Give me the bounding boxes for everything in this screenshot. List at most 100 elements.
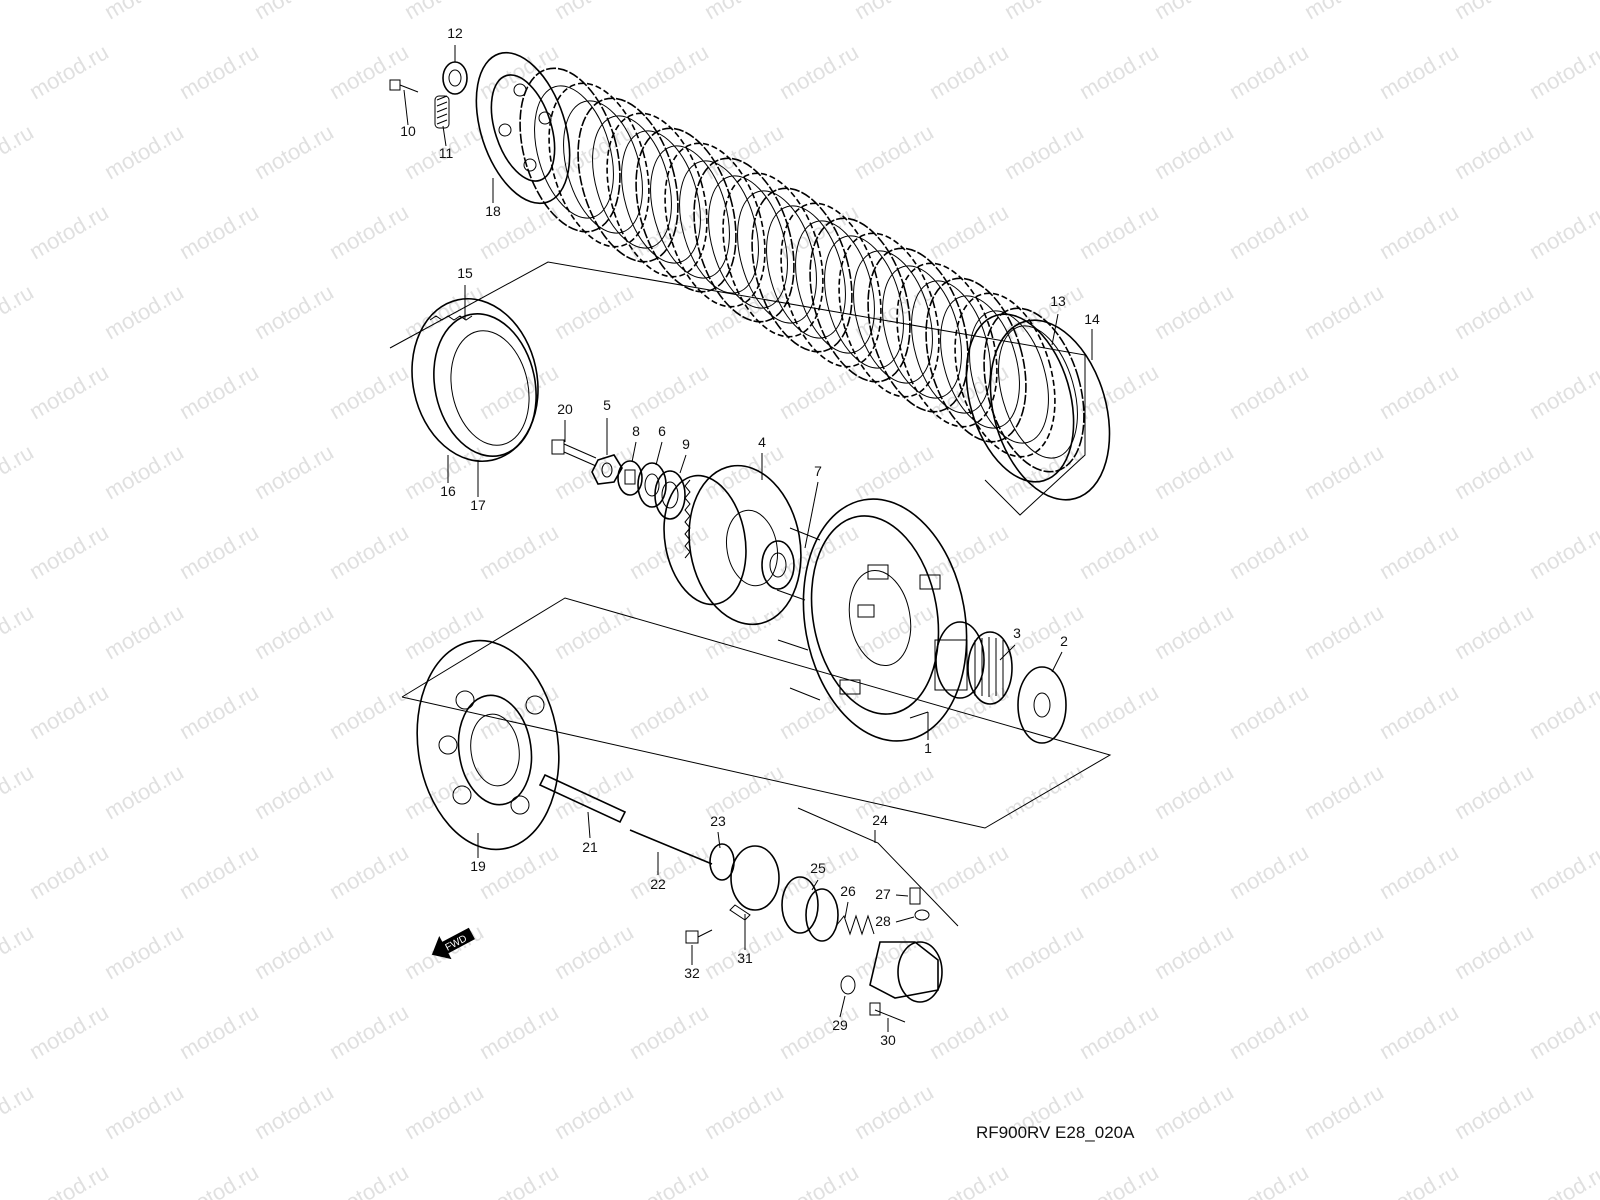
spring-bolt bbox=[389, 79, 419, 93]
thrust-washer-2 bbox=[1017, 666, 1067, 744]
watermark-text: motod.ru bbox=[1450, 759, 1538, 824]
watermark-text: motod.ru bbox=[550, 919, 638, 984]
bleeder-cap bbox=[914, 909, 930, 921]
callout-6: 6 bbox=[658, 423, 666, 439]
watermark-text: motod.ru bbox=[925, 39, 1013, 104]
watermark-text: motod.ru bbox=[1000, 919, 1088, 984]
watermark-text: motod.ru bbox=[625, 519, 713, 584]
needle-bearing bbox=[934, 621, 1013, 705]
watermark-text: motod.ru bbox=[1450, 279, 1538, 344]
watermark-text: motod.ru bbox=[250, 0, 338, 24]
lock-washer bbox=[617, 460, 643, 496]
watermark-text: motod.ru bbox=[325, 199, 413, 264]
watermark-text: motod.ru bbox=[1375, 839, 1463, 904]
watermark-text: motod.ru bbox=[1150, 119, 1238, 184]
watermark-text: motod.ru bbox=[850, 0, 938, 24]
watermark-text: motod.ru bbox=[625, 999, 713, 1064]
watermark-text: motod.ru bbox=[1525, 359, 1600, 424]
watermark-text: motod.ru bbox=[1075, 39, 1163, 104]
driven-plate bbox=[983, 307, 1085, 473]
watermark-text: motod.ru bbox=[0, 0, 38, 24]
watermark-text: motod.ru bbox=[325, 359, 413, 424]
callout-3: 3 bbox=[1013, 625, 1021, 641]
starter-driven-gear bbox=[416, 639, 560, 851]
watermark-text: motod.ru bbox=[1150, 759, 1238, 824]
callout-22: 22 bbox=[650, 876, 666, 892]
callout-19: 19 bbox=[470, 858, 486, 874]
push-rod bbox=[629, 829, 713, 865]
bleeder-valve bbox=[909, 887, 921, 905]
watermark-text: motod.ru bbox=[100, 759, 188, 824]
watermark-text: motod.ru bbox=[175, 999, 263, 1064]
watermark-text: motod.ru bbox=[250, 119, 338, 184]
watermark-text: motod.ru bbox=[850, 439, 938, 504]
watermark-text: motod.ru bbox=[1525, 199, 1600, 264]
hub-assembly-box bbox=[401, 597, 1112, 829]
watermark-text: motod.ru bbox=[775, 39, 863, 104]
watermark-text: motod.ru bbox=[400, 0, 488, 24]
watermark-text: motod.ru bbox=[1150, 439, 1238, 504]
watermark-text: motod.ru bbox=[625, 359, 713, 424]
watermark-text: motod.ru bbox=[1450, 439, 1538, 504]
watermark-text: motod.ru bbox=[25, 839, 113, 904]
plate-inner-edge bbox=[998, 325, 1078, 459]
callout-13: 13 bbox=[1050, 293, 1066, 309]
callout-25: 25 bbox=[810, 860, 826, 876]
watermark-text: motod.ru bbox=[775, 199, 863, 264]
watermark-text: motod.ru bbox=[100, 599, 188, 664]
callout-1: 1 bbox=[924, 740, 932, 756]
watermark-text: motod.ru bbox=[1075, 199, 1163, 264]
watermark-text: motod.ru bbox=[0, 919, 38, 984]
watermark-text: motod.ru bbox=[175, 679, 263, 744]
callout-10: 10 bbox=[400, 123, 416, 139]
watermark-text: motod.ru bbox=[550, 1079, 638, 1144]
callout-16: 16 bbox=[440, 483, 456, 499]
callout-4: 4 bbox=[758, 434, 766, 450]
callout-23: 23 bbox=[710, 813, 726, 829]
callout-31: 31 bbox=[737, 950, 753, 966]
drive-plate bbox=[664, 142, 766, 308]
watermark-text: motod.ru bbox=[925, 679, 1013, 744]
watermark-text: motod.ru bbox=[625, 1159, 713, 1200]
callout-11: 11 bbox=[439, 145, 454, 161]
watermark-text: motod.ru bbox=[1300, 439, 1388, 504]
watermark-text: motod.ru bbox=[700, 599, 788, 664]
watermark-text: motod.ru bbox=[925, 199, 1013, 264]
callout-8: 8 bbox=[632, 423, 640, 439]
watermark-text: motod.ru bbox=[1225, 199, 1313, 264]
watermark-text: motod.ru bbox=[475, 39, 563, 104]
drive-plate bbox=[606, 112, 708, 278]
watermark-text: motod.ru bbox=[925, 999, 1013, 1064]
watermark-text: motod.ru bbox=[625, 679, 713, 744]
clutch-plate-stack bbox=[519, 67, 1111, 501]
watermark-text: motod.ru bbox=[700, 1079, 788, 1144]
watermark-text: motod.ru bbox=[100, 279, 188, 344]
drive-plate bbox=[954, 292, 1056, 458]
watermark-text: motod.ru bbox=[1000, 0, 1088, 24]
watermark-text: motod.ru bbox=[1450, 919, 1538, 984]
watermark-text: motod.ru bbox=[1225, 679, 1313, 744]
watermark-text: motod.ru bbox=[325, 1159, 413, 1200]
callout-5: 5 bbox=[603, 397, 611, 413]
watermark-text: motod.ru bbox=[250, 919, 338, 984]
watermark-text: motod.ru bbox=[1450, 0, 1538, 24]
watermark-text: motod.ru bbox=[1300, 119, 1388, 184]
watermark-text: motod.ru bbox=[1225, 1159, 1313, 1200]
watermark-text: motod.ru bbox=[925, 1159, 1013, 1200]
cover-bolt bbox=[685, 929, 713, 944]
watermark-text: motod.ru bbox=[1450, 1079, 1538, 1144]
watermark-text: motod.ru bbox=[850, 1079, 938, 1144]
watermark-text: motod.ru bbox=[250, 599, 338, 664]
watermark-text: motod.ru bbox=[100, 439, 188, 504]
watermark-text: motod.ru bbox=[775, 999, 863, 1064]
release-cylinder-cover bbox=[729, 845, 780, 921]
watermark-text: motod.ru bbox=[325, 679, 413, 744]
watermark-text: motod.ru bbox=[25, 199, 113, 264]
callout-2: 2 bbox=[1060, 633, 1068, 649]
diagram-code: RF900RV E28_020A bbox=[976, 1123, 1135, 1142]
watermark-text: motod.ru bbox=[1075, 839, 1163, 904]
watermark-text: motod.ru bbox=[1525, 1159, 1600, 1200]
